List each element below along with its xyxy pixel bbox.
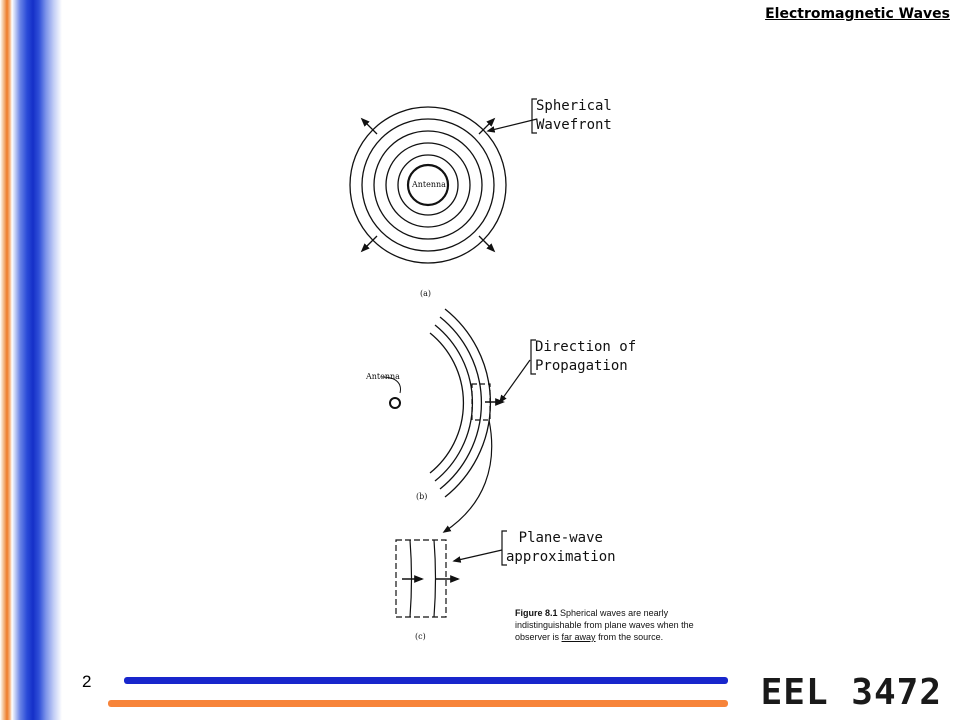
page-number: 2 <box>82 672 92 691</box>
caption-text-2: from the source. <box>598 632 664 642</box>
figure-caption: Figure 8.1 Spherical waves are nearly in… <box>515 607 730 643</box>
blue-rule <box>124 677 728 684</box>
plane-callout-line-2: approximation <box>506 549 616 565</box>
spherical-wavefront-callout: Spherical Wavefront <box>536 97 612 135</box>
spherical-callout-leader <box>486 118 538 133</box>
direction-callout-line-2: Propagation <box>535 358 628 374</box>
panel-c-front-2 <box>433 539 437 618</box>
slide-header-title: Electromagnetic Waves <box>765 6 950 22</box>
course-code: EEL 3472 <box>760 672 942 713</box>
panel-b-antenna <box>389 397 401 409</box>
plane-callout-bracket <box>501 530 507 566</box>
spherical-callout-line-1: Spherical <box>536 98 612 114</box>
plane-callout-line-1: Plane-wave <box>518 530 603 546</box>
left-gradient-bar <box>0 0 62 720</box>
panel-a-antenna-label: Antenna <box>412 180 446 189</box>
panel-c-front-1 <box>409 539 413 618</box>
plane-wave-callout: Plane-wave approximation <box>506 529 616 567</box>
direction-callout-line-1: Direction of <box>535 339 637 355</box>
panel-a-wavefronts <box>349 106 507 264</box>
panel-c-label: (c) <box>415 632 426 641</box>
direction-callout-bracket <box>530 339 536 375</box>
panel-b-antenna-label: Antenna <box>366 372 400 381</box>
spherical-callout-bracket <box>531 98 537 134</box>
caption-text-1: Spherical waves are nearly indistinguish… <box>515 608 694 642</box>
panel-a-label: (a) <box>420 289 432 298</box>
panel-b-label: (b) <box>416 492 428 501</box>
spherical-callout-line-2: Wavefront <box>536 117 612 133</box>
panel-a-arrows <box>360 117 496 253</box>
wave-figure-drawing <box>349 98 538 618</box>
panel-b-wavefronts <box>429 308 492 498</box>
orange-rule <box>108 700 728 707</box>
caption-figure-number: Figure 8.1 <box>515 608 558 618</box>
caption-far-away: far away <box>561 632 596 642</box>
direction-callout-leader <box>499 359 531 404</box>
plane-callout-leader <box>452 549 503 563</box>
panel-b-antenna-leader <box>381 376 401 394</box>
wave-figure: Spherical Wavefront Direction of Propaga… <box>340 85 740 655</box>
direction-of-propagation-callout: Direction of Propagation <box>535 338 636 376</box>
b-to-c-connector <box>442 419 493 533</box>
